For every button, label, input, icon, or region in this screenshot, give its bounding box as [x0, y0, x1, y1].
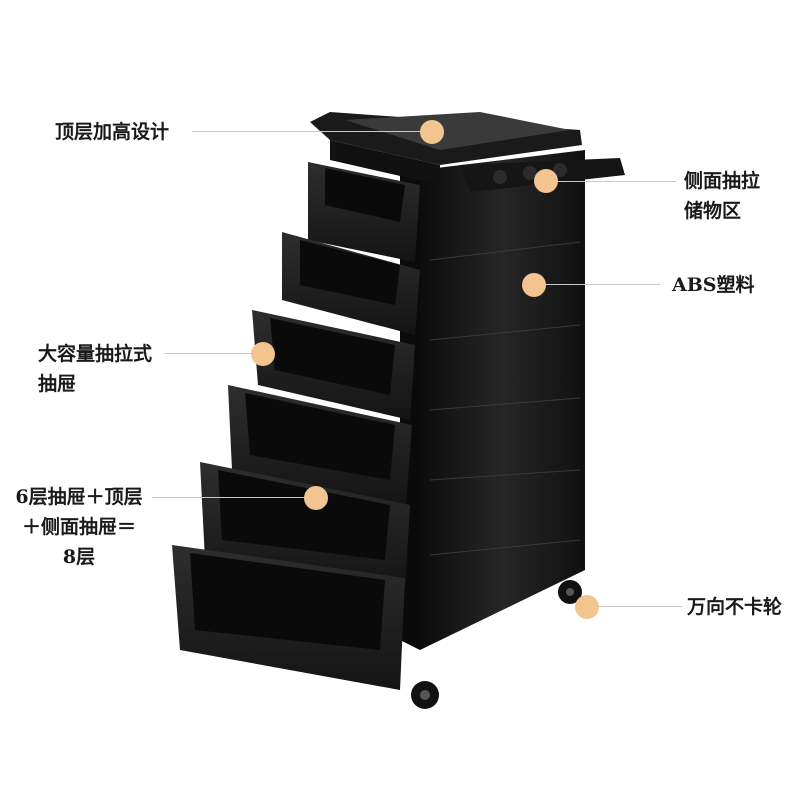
top-tray: [310, 112, 582, 185]
drawer-1: [308, 162, 420, 262]
drawer-4: [228, 385, 412, 505]
leader-drawer-capacity: [165, 353, 263, 354]
callout-top-layer: 顶层加高设计: [55, 121, 170, 143]
marker-top-layer: [420, 120, 444, 144]
drawer-3: [252, 310, 415, 420]
leader-abs-plastic: [535, 284, 660, 285]
casters: [411, 580, 582, 709]
marker-drawer-capacity: [251, 342, 275, 366]
leader-casters: [587, 606, 682, 607]
leader-top-layer: [192, 131, 432, 132]
leader-layer-count: [152, 497, 317, 498]
callout-drawer-capacity: 大容量抽拉式 抽屉: [38, 343, 153, 395]
callout-abs-plastic: ABS塑料: [672, 274, 755, 296]
marker-casters: [575, 595, 599, 619]
marker-side-drawer: [534, 169, 558, 193]
callout-casters: 万向不卡轮: [687, 596, 783, 618]
drawers: [172, 162, 420, 690]
leader-side-drawer: [546, 181, 676, 182]
callout-side-drawer: 侧面抽拉 储物区: [684, 170, 761, 222]
callout-layer-count: 6层抽屉＋顶层 ＋侧面抽屉＝ 8层: [15, 486, 143, 568]
cabinet-body: [400, 150, 585, 650]
marker-abs-plastic: [522, 273, 546, 297]
drawer-6: [172, 545, 405, 690]
drawer-2: [282, 232, 420, 335]
marker-layer-count: [304, 486, 328, 510]
